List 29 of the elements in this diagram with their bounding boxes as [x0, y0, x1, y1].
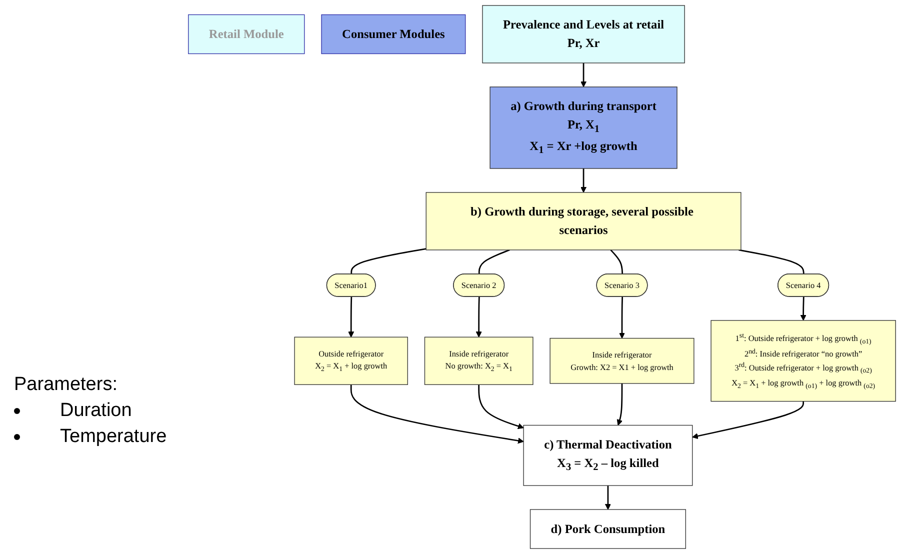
arrow: [616, 383, 623, 426]
note-text: Parameters:: [14, 374, 118, 395]
arrow: [604, 486, 611, 510]
arrow: [618, 296, 625, 339]
node-box: c) Thermal Deactivation X$_{3}$ = X$_{2}$ – log killed: [523, 424, 693, 486]
node-box: Prevalence and Levels at retail Pr, Xr: [482, 5, 685, 64]
node-box: a) Growth during transport Pr, X$_{1}$ X$_{1}$ = Xr +log growth: [490, 86, 678, 169]
list-item: Temperature: [60, 426, 167, 447]
arrow: [350, 384, 524, 444]
arrow: [476, 296, 482, 338]
node-box: b) Growth during storage, several possible scenarios: [426, 192, 742, 250]
connector: [478, 249, 510, 274]
connector: [350, 248, 426, 274]
arrow: [692, 401, 804, 439]
node-box: Retail Module: [188, 14, 305, 54]
arrow: [800, 296, 806, 321]
node-box: Inside refrigerator No growth: X$_{2}$ = X$_{1}$: [424, 336, 534, 385]
arrow: [478, 384, 524, 430]
list-item: Duration: [60, 400, 132, 421]
connector: [610, 249, 624, 274]
node-box: Inside refrigerator Growth: X2 = X1 + log growth: [550, 338, 694, 384]
node-box: d) Pork Consumption: [530, 509, 686, 549]
node-box: Outside refrigerator X$_{2}$ = X$_{1}$ + log growth: [294, 336, 408, 385]
connector: [738, 249, 804, 274]
node-box: Consumer Modules: [321, 14, 466, 54]
arrow: [580, 62, 587, 88]
arrow: [348, 296, 354, 338]
node-box: 1$^{st}$: Outside refrigerator + log growth $_{(o1)}$ 2$^{nd}$: Inside refrigerator “no growth” 3$^{rd}$: Outside refrigerator + log growth $_{(o2)}$ X$_{2}$ = X$_{1}$ + log growth $_{(o1)}$ + log growth $_{(o2)}$: [710, 320, 896, 402]
arrow: [580, 168, 587, 193]
